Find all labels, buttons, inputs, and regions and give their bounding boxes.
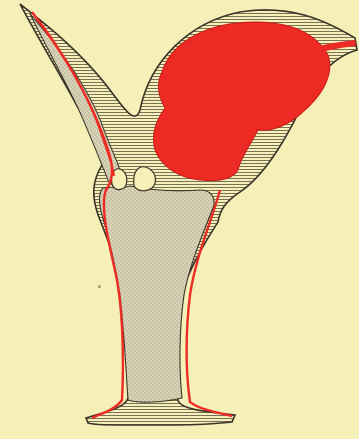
leaf-base-knob <box>134 167 156 191</box>
red-mass <box>153 22 329 181</box>
figure-label: a <box>98 284 101 290</box>
inner-cavity <box>99 186 214 402</box>
